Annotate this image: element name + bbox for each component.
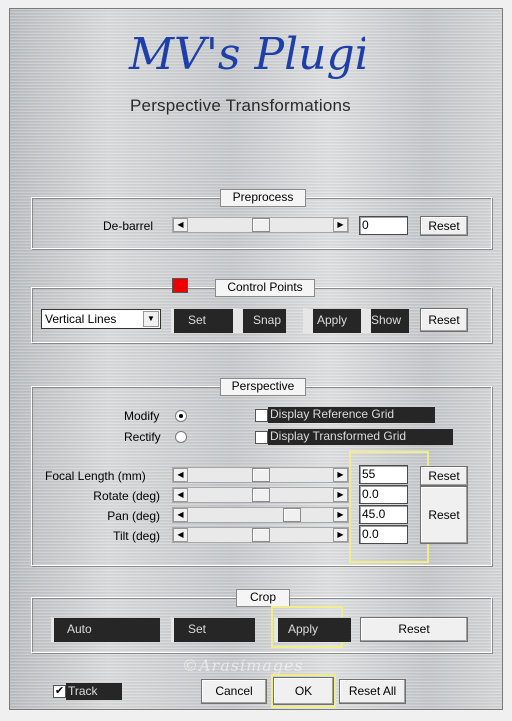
- crop-apply-button[interactable]: Apply: [274, 617, 351, 642]
- reference-grid-checkbox[interactable]: [255, 409, 268, 422]
- mv-plugins-logo: MV's Plugins: [128, 29, 365, 80]
- mode-select-value: Vertical Lines: [45, 312, 117, 326]
- tilt-slider[interactable]: ◀ ▶: [172, 527, 349, 543]
- focal-length-slider[interactable]: ◀ ▶: [172, 467, 349, 483]
- track-checkbox[interactable]: ✔: [53, 685, 66, 698]
- slider-thumb[interactable]: [251, 468, 270, 482]
- slider-right-arrow-icon[interactable]: ▶: [333, 528, 348, 542]
- cp-snap-button[interactable]: Snap: [233, 308, 286, 333]
- rotate-input[interactable]: 0.0: [359, 485, 408, 504]
- mode-select[interactable]: Vertical Lines ▼: [41, 309, 161, 329]
- transformed-grid-checkbox[interactable]: [255, 431, 268, 444]
- watermark: ©Arasimages: [182, 656, 304, 675]
- pan-slider[interactable]: ◀ ▶: [172, 507, 349, 523]
- perspective-title: Perspective: [220, 378, 306, 396]
- svg-text:MV's Plugins: MV's Plugins: [128, 29, 365, 80]
- pan-input[interactable]: 45.0: [359, 505, 408, 524]
- modify-label: Modify: [124, 409, 160, 423]
- slider-right-arrow-icon[interactable]: ▶: [333, 508, 348, 522]
- debarrel-label: De-barrel: [103, 219, 154, 233]
- cp-reset-button[interactable]: Reset: [420, 308, 468, 332]
- slider-thumb[interactable]: [251, 488, 270, 502]
- cp-apply-button[interactable]: Apply: [303, 308, 361, 333]
- debarrel-reset-button[interactable]: Reset: [420, 216, 468, 236]
- slider-thumb[interactable]: [251, 218, 270, 232]
- display-transformed-grid-label[interactable]: Display Transformed Grid: [268, 428, 453, 445]
- crop-set-button[interactable]: Set: [171, 617, 255, 642]
- slider-left-arrow-icon[interactable]: ◀: [173, 468, 188, 482]
- slider-thumb[interactable]: [283, 508, 302, 522]
- tilt-input[interactable]: 0.0: [359, 525, 408, 544]
- tilt-label: Tilt (deg): [113, 529, 160, 543]
- color-swatch[interactable]: [172, 278, 188, 293]
- slider-thumb[interactable]: [251, 528, 270, 542]
- track-label[interactable]: Track: [66, 682, 122, 700]
- ok-button[interactable]: OK: [273, 677, 334, 705]
- cancel-button[interactable]: Cancel: [201, 679, 267, 704]
- focal-length-input[interactable]: 55: [359, 465, 408, 484]
- crop-reset-button[interactable]: Reset: [360, 617, 468, 642]
- chevron-down-icon[interactable]: ▼: [143, 311, 159, 327]
- slider-left-arrow-icon[interactable]: ◀: [173, 488, 188, 502]
- slider-left-arrow-icon[interactable]: ◀: [173, 528, 188, 542]
- crop-auto-button[interactable]: Auto: [51, 617, 160, 642]
- rectify-label: Rectify: [124, 430, 161, 444]
- ok-highlight: [271, 674, 336, 708]
- preprocess-title: Preprocess: [220, 189, 306, 207]
- focal-length-label: Focal Length (mm): [45, 469, 146, 483]
- slider-right-arrow-icon[interactable]: ▶: [333, 468, 348, 482]
- rotate-slider[interactable]: ◀ ▶: [172, 487, 349, 503]
- modify-radio[interactable]: [175, 410, 187, 422]
- focal-length-reset-button[interactable]: Reset: [420, 466, 468, 486]
- cp-show-button[interactable]: Show: [361, 308, 409, 333]
- cp-set-button[interactable]: Set: [171, 308, 233, 333]
- metal-panel: MV's Plugins Perspective Transformations…: [9, 8, 503, 710]
- rectify-radio[interactable]: [175, 431, 187, 443]
- display-reference-grid-label[interactable]: Display Reference Grid: [268, 406, 435, 423]
- pan-label: Pan (deg): [107, 509, 160, 523]
- crop-title: Crop: [236, 589, 290, 607]
- debarrel-input[interactable]: 0: [359, 216, 408, 235]
- slider-left-arrow-icon[interactable]: ◀: [173, 218, 188, 232]
- slider-right-arrow-icon[interactable]: ▶: [333, 488, 348, 502]
- angles-reset-button[interactable]: Reset: [420, 486, 468, 544]
- slider-left-arrow-icon[interactable]: ◀: [173, 508, 188, 522]
- slider-right-arrow-icon[interactable]: ▶: [333, 218, 348, 232]
- rotate-label: Rotate (deg): [93, 489, 160, 503]
- control-points-title: Control Points: [215, 279, 315, 297]
- debarrel-slider[interactable]: ◀ ▶: [172, 217, 349, 233]
- subtitle: Perspective Transformations: [130, 96, 351, 115]
- reset-all-button[interactable]: Reset All: [339, 679, 406, 704]
